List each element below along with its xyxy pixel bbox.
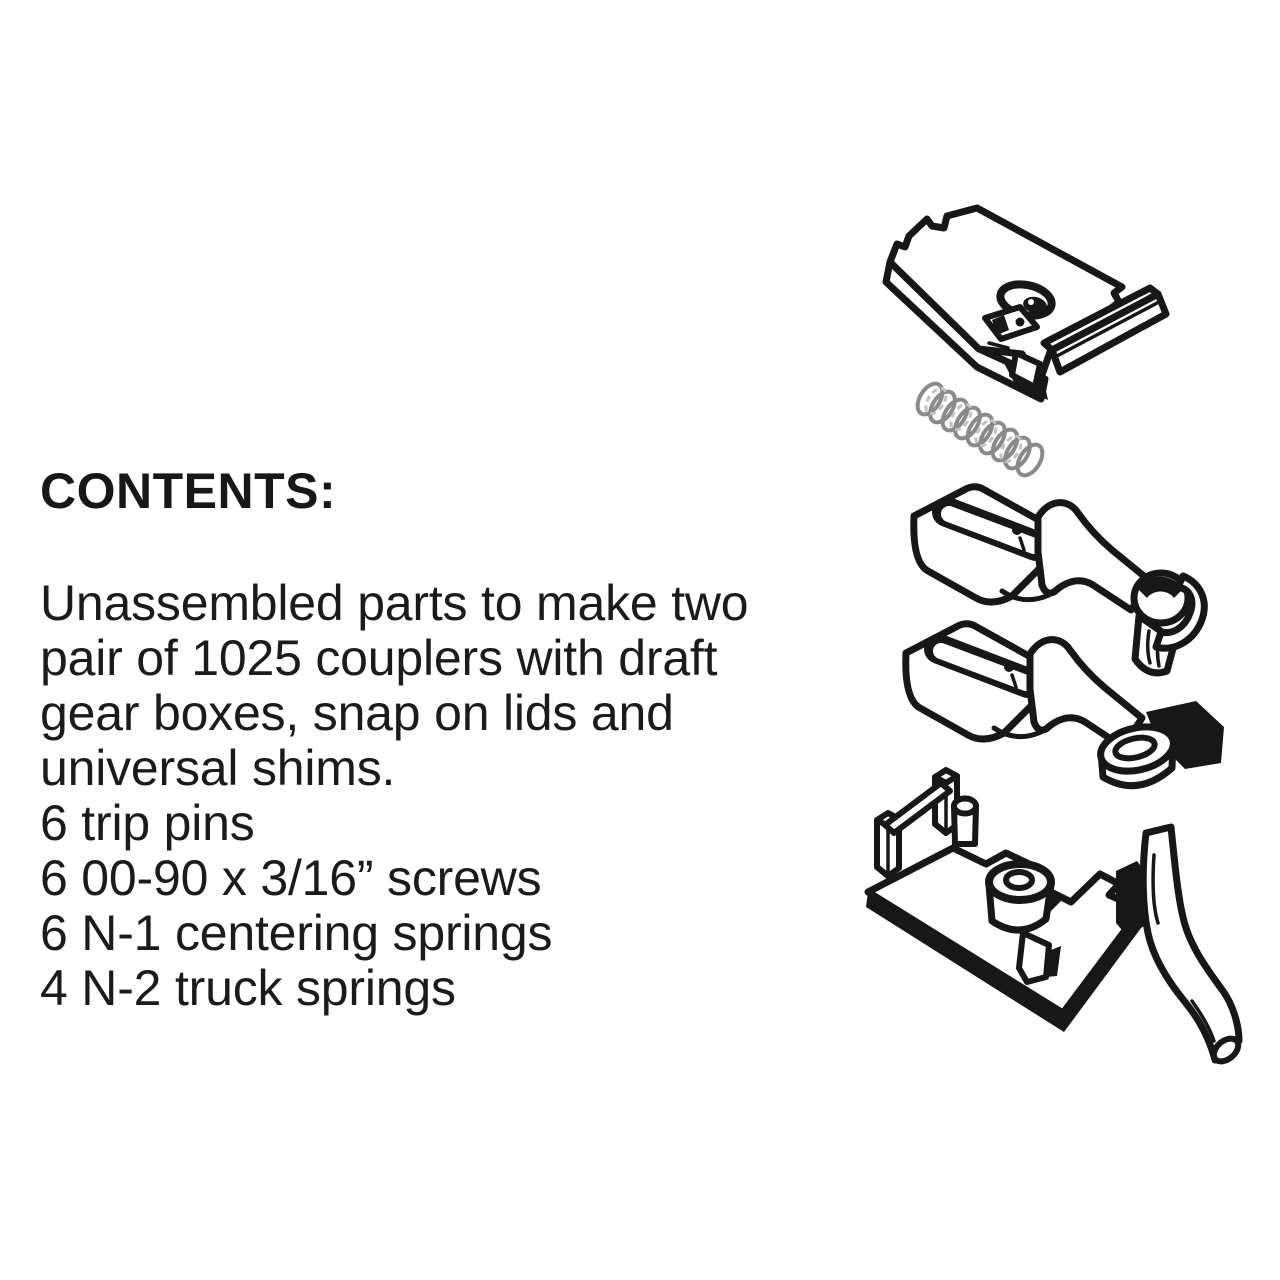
lid-square-hole-dot (1015, 317, 1025, 327)
lid-underline-mark (987, 341, 1010, 350)
contents-line-5: 6 trip pins (40, 795, 255, 851)
contents-text-block: Unassembled parts to make two pair of 10… (40, 575, 749, 1016)
trip-pin-tip (1210, 1035, 1242, 1065)
shim-rail-top (1040, 284, 1162, 354)
boss-notch (1049, 894, 1061, 912)
contents-line-8: 4 N-2 truck springs (40, 960, 456, 1016)
lid-square-hole-mark (992, 315, 1009, 335)
contents-line-3: gear boxes, snap on lids and (40, 685, 674, 741)
box-rail (882, 780, 953, 836)
contents-line-2: pair of 1025 couplers with draft (40, 630, 718, 686)
draft-gear-box-drawing (864, 767, 1146, 1032)
contents-line-7: 6 N-1 centering springs (40, 905, 553, 961)
lid-oval-highlight (1028, 299, 1034, 305)
box-front-step-side (1046, 946, 1061, 977)
pad-shadow (1146, 701, 1224, 769)
contents-heading: CONTENTS: (40, 463, 337, 519)
box-front-step (1016, 930, 1052, 985)
knuckle-crescent (1137, 576, 1183, 598)
knuckle-hook (1152, 572, 1208, 652)
trip-pin-drawing (1139, 823, 1243, 1065)
centering-spring-drawing (915, 381, 1045, 478)
trip-pin-tube (1139, 823, 1243, 1064)
coupler-pad-drawing (906, 624, 1224, 790)
contents-line-6: 6 00-90 x 3/16” screws (40, 850, 542, 906)
contents-line-4: universal shims. (40, 740, 396, 796)
snap-on-lid-drawing (882, 204, 1170, 403)
box-right-wall (1116, 861, 1146, 936)
boss-screw-hole (1003, 869, 1035, 891)
pad-slot (1112, 734, 1158, 762)
contents-line-1: Unassembled parts to make two (40, 575, 749, 631)
shim-rail-inner-line (1055, 300, 1161, 358)
box-round-post-top (951, 795, 979, 817)
box-post-back-left-top (932, 767, 960, 786)
lid-snap-tab (1009, 350, 1043, 390)
coupler-knuckle-drawing (914, 487, 1208, 677)
